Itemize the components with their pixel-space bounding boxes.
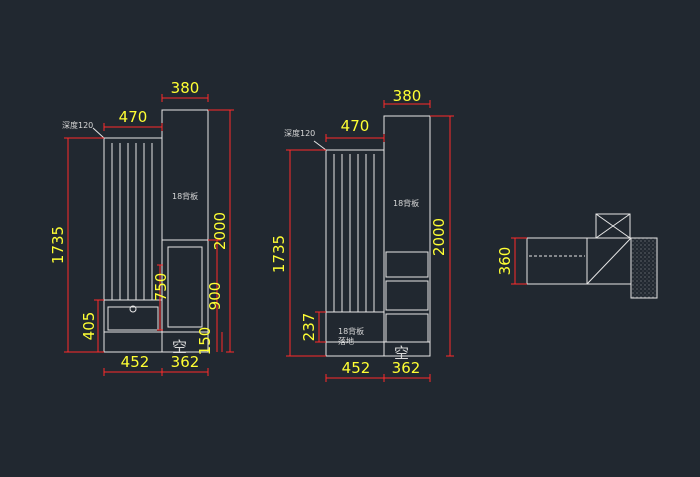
- left-drawer-front: [107, 306, 159, 331]
- left-top-width: 380: [171, 79, 200, 97]
- right-depth: 360: [496, 247, 514, 276]
- middle-floor-note: 落地: [338, 336, 354, 346]
- right-dimensions: [511, 237, 527, 285]
- left-depth-leader: [92, 127, 105, 139]
- left-drawer-knob: [129, 305, 137, 313]
- left-depth-note: 深度120: [62, 120, 93, 130]
- right-plan: [526, 213, 658, 299]
- middle-upper-width: 470: [341, 117, 370, 135]
- left-bottom-left: 452: [121, 353, 150, 371]
- left-tall-cabinet: [161, 109, 209, 353]
- middle-slats: [333, 154, 375, 312]
- middle-height-left: 1735: [270, 235, 288, 273]
- right-column-box: [595, 213, 631, 239]
- middle-back-panel-upper: 18背板: [393, 198, 419, 208]
- middle-drawer-height: 237: [300, 313, 318, 342]
- middle-back-panel-lower: 18背板: [338, 326, 364, 336]
- left-drawer-box: [103, 299, 163, 333]
- middle-tall-cabinet: [383, 115, 431, 357]
- middle-depth-leader: [313, 140, 327, 151]
- left-drawer-height: 405: [80, 312, 98, 341]
- middle-top-width: 380: [393, 87, 422, 105]
- middle-bottom-right: 362: [392, 359, 421, 377]
- middle-elevation: [313, 115, 431, 357]
- left-height-right: 2000: [211, 212, 229, 250]
- left-upper-width: 470: [119, 108, 148, 126]
- middle-dimension-texts: 380 470 深度120 1735 2000 18背板 237 18背板 落地…: [270, 87, 448, 377]
- right-shoe-cabinet: [526, 237, 588, 285]
- middle-height-right: 2000: [430, 218, 448, 256]
- middle-dimensions: [286, 100, 454, 382]
- middle-slatted-panel: [325, 149, 385, 313]
- middle-shelf-2: [385, 280, 429, 311]
- left-base: [103, 331, 163, 353]
- left-back-panel: 18背板: [172, 191, 198, 201]
- middle-shelf-3: [385, 313, 429, 343]
- middle-empty-label: 空: [394, 344, 409, 362]
- left-bottom-right: 362: [171, 353, 200, 371]
- left-empty-label: 空: [172, 338, 187, 356]
- left-base-height: 150: [196, 327, 214, 356]
- middle-shelf-1: [385, 251, 429, 278]
- right-wall-hatch[interactable]: [630, 237, 658, 299]
- middle-base: [325, 341, 385, 357]
- middle-depth-note: 深度120: [284, 128, 315, 138]
- left-inner-height: 750: [152, 273, 170, 302]
- left-dimensions: [64, 94, 234, 376]
- left-height-left: 1735: [49, 226, 67, 264]
- middle-bottom-left: 452: [342, 359, 371, 377]
- left-lower-height: 900: [206, 282, 224, 311]
- left-cabinet-door: [167, 246, 203, 328]
- left-slats: [111, 143, 153, 300]
- left-elevation: [92, 109, 209, 353]
- left-dimension-texts: 380 470 深度120 1735 2000 18背板 750 900 405…: [49, 79, 229, 371]
